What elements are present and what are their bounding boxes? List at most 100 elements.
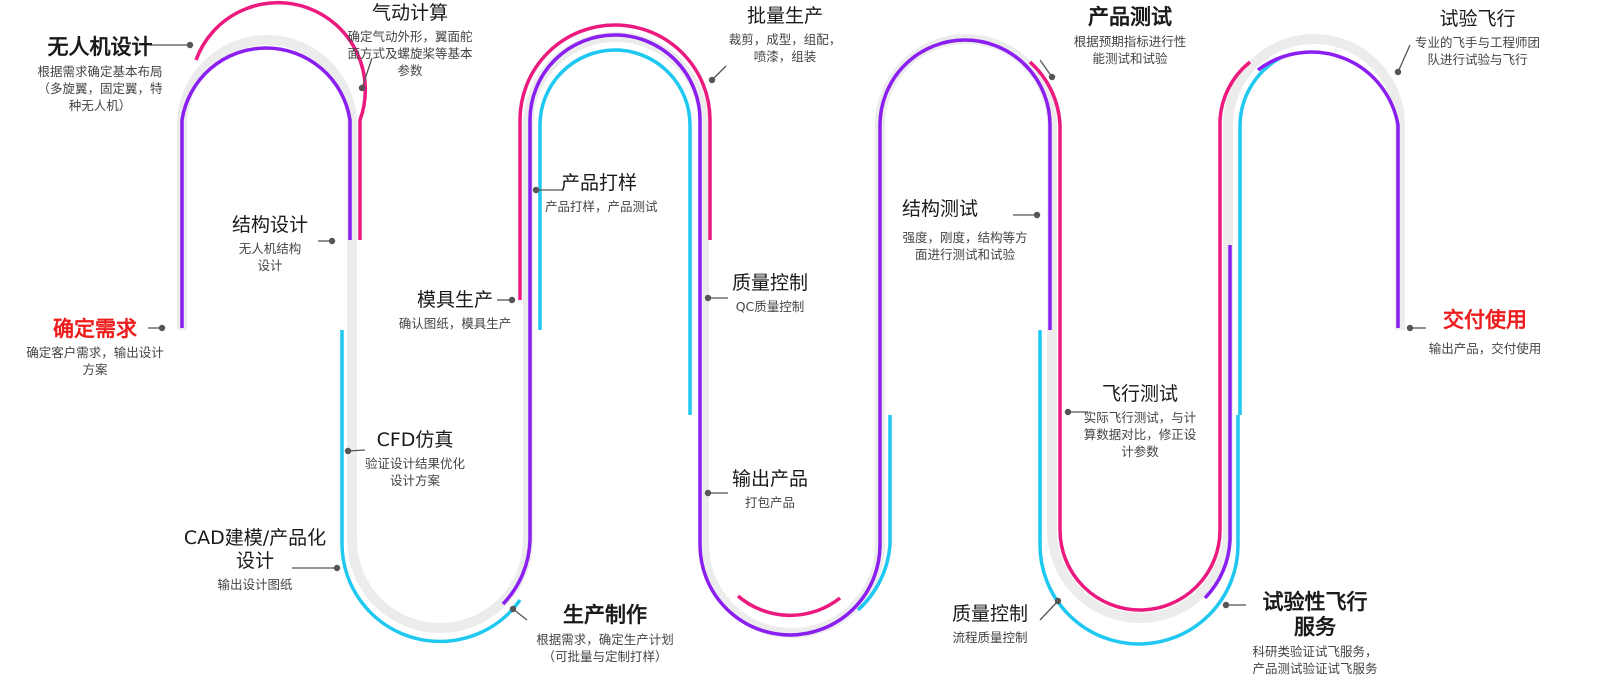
pointer-line bbox=[1039, 600, 1059, 621]
stage-title: 结构测试 bbox=[901, 198, 978, 220]
stage-title: 试验性飞行服务 bbox=[1262, 590, 1368, 639]
pointer-dot bbox=[1048, 73, 1056, 81]
cyan-track-segment bbox=[1038, 330, 1240, 646]
stage-output-product: 输出产品 打包产品 bbox=[715, 468, 825, 511]
pointer-dot bbox=[508, 296, 516, 304]
stage-structure-test: 结构测试 强度，刚度，结构等方面进行测试和试验 bbox=[890, 198, 1040, 263]
stage-description: 实际飞行测试，与计算数据对比，修正设计参数 bbox=[1083, 410, 1197, 459]
stage-cfd-simulation: CFD仿真 验证设计结果优化设计方案 bbox=[350, 429, 480, 489]
stage-title: 输出产品 bbox=[731, 468, 808, 490]
pointer-dot bbox=[328, 237, 336, 245]
stage-description: 确定气动外形，翼面舵面方式及螺旋桨等基本参数 bbox=[347, 29, 473, 78]
pink-track-segment bbox=[194, 0, 368, 240]
stage-description: 强度，刚度，结构等方面进行测试和试验 bbox=[902, 230, 1028, 262]
pointer-dot bbox=[509, 605, 517, 613]
pink-track-segment bbox=[736, 594, 842, 618]
pointer-dot bbox=[1222, 601, 1230, 609]
stage-description: 打包产品 bbox=[744, 495, 795, 510]
pointer-dot bbox=[333, 564, 341, 572]
cyan-track-segment bbox=[538, 48, 692, 415]
pointer-dot bbox=[1064, 408, 1072, 416]
pointer-dot bbox=[1033, 211, 1041, 219]
cyan-track-segment bbox=[856, 415, 892, 612]
stage-mass-production: 批量生产 裁剪，成型，组配，喷漆，组装 bbox=[715, 5, 855, 65]
stage-title: 批量生产 bbox=[746, 5, 823, 27]
stage-title: 无人机设计 bbox=[47, 35, 153, 59]
stage-confirm-requirements: 确定需求 确定客户需求，输出设计方案 bbox=[5, 318, 185, 378]
pointer-line bbox=[361, 57, 373, 89]
stage-delivery: 交付使用 输出产品，交付使用 bbox=[1410, 309, 1560, 357]
pointer-dot bbox=[1406, 324, 1414, 332]
stage-description: 专业的飞手与工程师团队进行试验与飞行 bbox=[1414, 35, 1540, 67]
stage-description: 确定客户需求，输出设计方案 bbox=[26, 345, 164, 377]
pointer-dot bbox=[532, 186, 540, 194]
stage-title: 产品测试 bbox=[1088, 5, 1172, 29]
stage-title: 飞行测试 bbox=[1101, 383, 1178, 405]
stage-title: 产品打样 bbox=[561, 172, 638, 194]
stage-title: 质量控制 bbox=[731, 272, 808, 294]
stage-description: 确认图纸，模具生产 bbox=[398, 316, 512, 331]
stage-title: CAD建模/产品化设计 bbox=[183, 527, 327, 572]
stage-title: 试验飞行 bbox=[1439, 8, 1516, 30]
stage-production: 生产制作 根据需求，确定生产计划（可批量与定制打样） bbox=[515, 603, 695, 665]
pointer-dot bbox=[704, 294, 712, 302]
pointer-dot bbox=[1394, 68, 1402, 76]
stage-prototyping: 产品打样 产品打样，产品测试 bbox=[545, 172, 695, 215]
stage-title: 确定需求 bbox=[53, 317, 137, 341]
pointer-dot bbox=[186, 41, 194, 49]
stage-aero-calculation: 气动计算 确定气动外形，翼面舵面方式及螺旋桨等基本参数 bbox=[330, 2, 490, 79]
pink-track-segment bbox=[1028, 60, 1252, 612]
stage-description: 流程质量控制 bbox=[952, 630, 1028, 645]
stage-description: 根据需求，确定生产计划（可批量与定制打样） bbox=[536, 632, 674, 664]
stage-drone-design: 无人机设计 根据需求确定基本布局（多旋翼，固定翼，特种无人机） bbox=[15, 35, 185, 114]
pointer-dot bbox=[358, 84, 366, 92]
pink-track-segment bbox=[518, 23, 712, 300]
cyan-track-segment bbox=[1238, 55, 1283, 415]
stage-product-test: 产品测试 根据预期指标进行性能测试和试验 bbox=[1055, 5, 1205, 67]
stage-experimental-flight-service: 试验性飞行服务 科研类验证试飞服务，产品测试验证试飞服务 bbox=[1235, 590, 1395, 677]
pointer-line bbox=[1039, 59, 1053, 78]
stage-description: 科研类验证试飞服务，产品测试验证试飞服务 bbox=[1252, 644, 1378, 676]
purple-track-segment bbox=[528, 33, 702, 500]
pointer-line bbox=[1397, 44, 1411, 73]
purple-track-segment bbox=[180, 46, 352, 328]
pointer-dot bbox=[704, 489, 712, 497]
stage-title: CFD仿真 bbox=[376, 429, 454, 451]
purple-track-segment bbox=[878, 38, 1052, 330]
stage-description: 产品打样，产品测试 bbox=[545, 199, 658, 214]
stage-title: 结构设计 bbox=[231, 214, 308, 236]
stage-cad-modeling: CAD建模/产品化设计 输出设计图纸 bbox=[170, 527, 340, 593]
stage-test-flight: 试验飞行 专业的飞手与工程师团队进行试验与飞行 bbox=[1395, 8, 1560, 68]
pointer-dot bbox=[344, 447, 352, 455]
pointer-line bbox=[711, 65, 727, 81]
stage-title: 模具生产 bbox=[416, 289, 493, 311]
purple-track-segment bbox=[698, 330, 882, 637]
purple-track-segment bbox=[501, 410, 532, 606]
purple-track-segment bbox=[1203, 245, 1232, 600]
stage-title: 生产制作 bbox=[563, 603, 647, 627]
gray-track bbox=[177, 32, 1405, 638]
stage-description: 输出设计图纸 bbox=[217, 577, 293, 592]
pointer-dot bbox=[1054, 597, 1062, 605]
pointer-dot bbox=[708, 76, 716, 84]
stage-title: 交付使用 bbox=[1443, 308, 1527, 332]
stage-description: 根据预期指标进行性能测试和试验 bbox=[1073, 34, 1187, 66]
stage-description: 输出产品，交付使用 bbox=[1428, 341, 1542, 356]
pointer-dot bbox=[158, 324, 166, 332]
stage-quality-control-1: 质量控制 QC质量控制 bbox=[715, 272, 825, 315]
cyan-track-segment bbox=[340, 330, 522, 644]
stage-description: QC质量控制 bbox=[735, 299, 805, 314]
stage-quality-control-2: 质量控制 流程质量控制 bbox=[935, 603, 1045, 646]
stage-mold-production: 模具生产 确认图纸，模具生产 bbox=[385, 289, 525, 332]
stage-description: 根据需求确定基本布局（多旋翼，固定翼，特种无人机） bbox=[37, 64, 163, 113]
stage-structure-design: 结构设计 无人机结构设计 bbox=[210, 214, 330, 274]
stage-description: 验证设计结果优化设计方案 bbox=[364, 456, 465, 488]
purple-track-segment bbox=[1256, 50, 1400, 328]
stage-description: 无人机结构设计 bbox=[238, 241, 302, 273]
stage-flight-test: 飞行测试 实际飞行测试，与计算数据对比，修正设计参数 bbox=[1065, 383, 1215, 460]
stage-title: 质量控制 bbox=[951, 603, 1028, 625]
stage-title: 气动计算 bbox=[371, 2, 448, 24]
stage-description: 裁剪，成型，组配，喷漆，组装 bbox=[728, 32, 842, 64]
